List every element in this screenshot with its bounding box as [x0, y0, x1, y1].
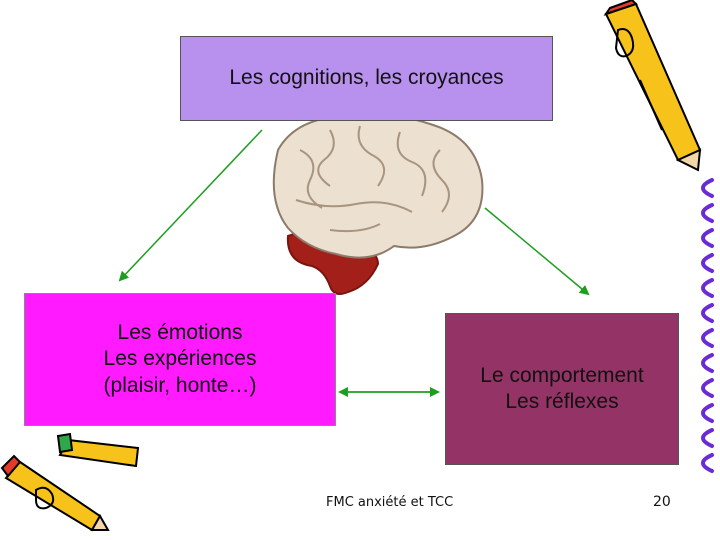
behavior-box: Le comportement Les réflexes	[445, 313, 679, 465]
spiral-binding-icon	[701, 178, 714, 473]
arrow-top-to-left	[118, 129, 263, 282]
behavior-line-2: Les réflexes	[505, 390, 619, 413]
cognitions-label: Les cognitions, les croyances	[229, 66, 504, 90]
cognitions-box: Les cognitions, les croyances	[180, 36, 553, 121]
arrow-top-to-right	[484, 207, 590, 296]
behavior-line-1: Le comportement	[480, 363, 644, 387]
page-number: 20	[653, 494, 671, 510]
emotions-box: Les émotions Les expériences (plaisir, h…	[24, 293, 336, 426]
emotions-line-2: Les expériences	[103, 347, 257, 371]
emotions-line-1: Les émotions	[117, 321, 243, 345]
emotions-line-3: (plaisir, honte…)	[103, 373, 257, 397]
pencil-icon	[603, 0, 702, 172]
brain-illustration	[272, 114, 484, 295]
pencils-icon	[0, 432, 140, 532]
footer-text: FMC anxiété et TCC	[326, 495, 454, 510]
